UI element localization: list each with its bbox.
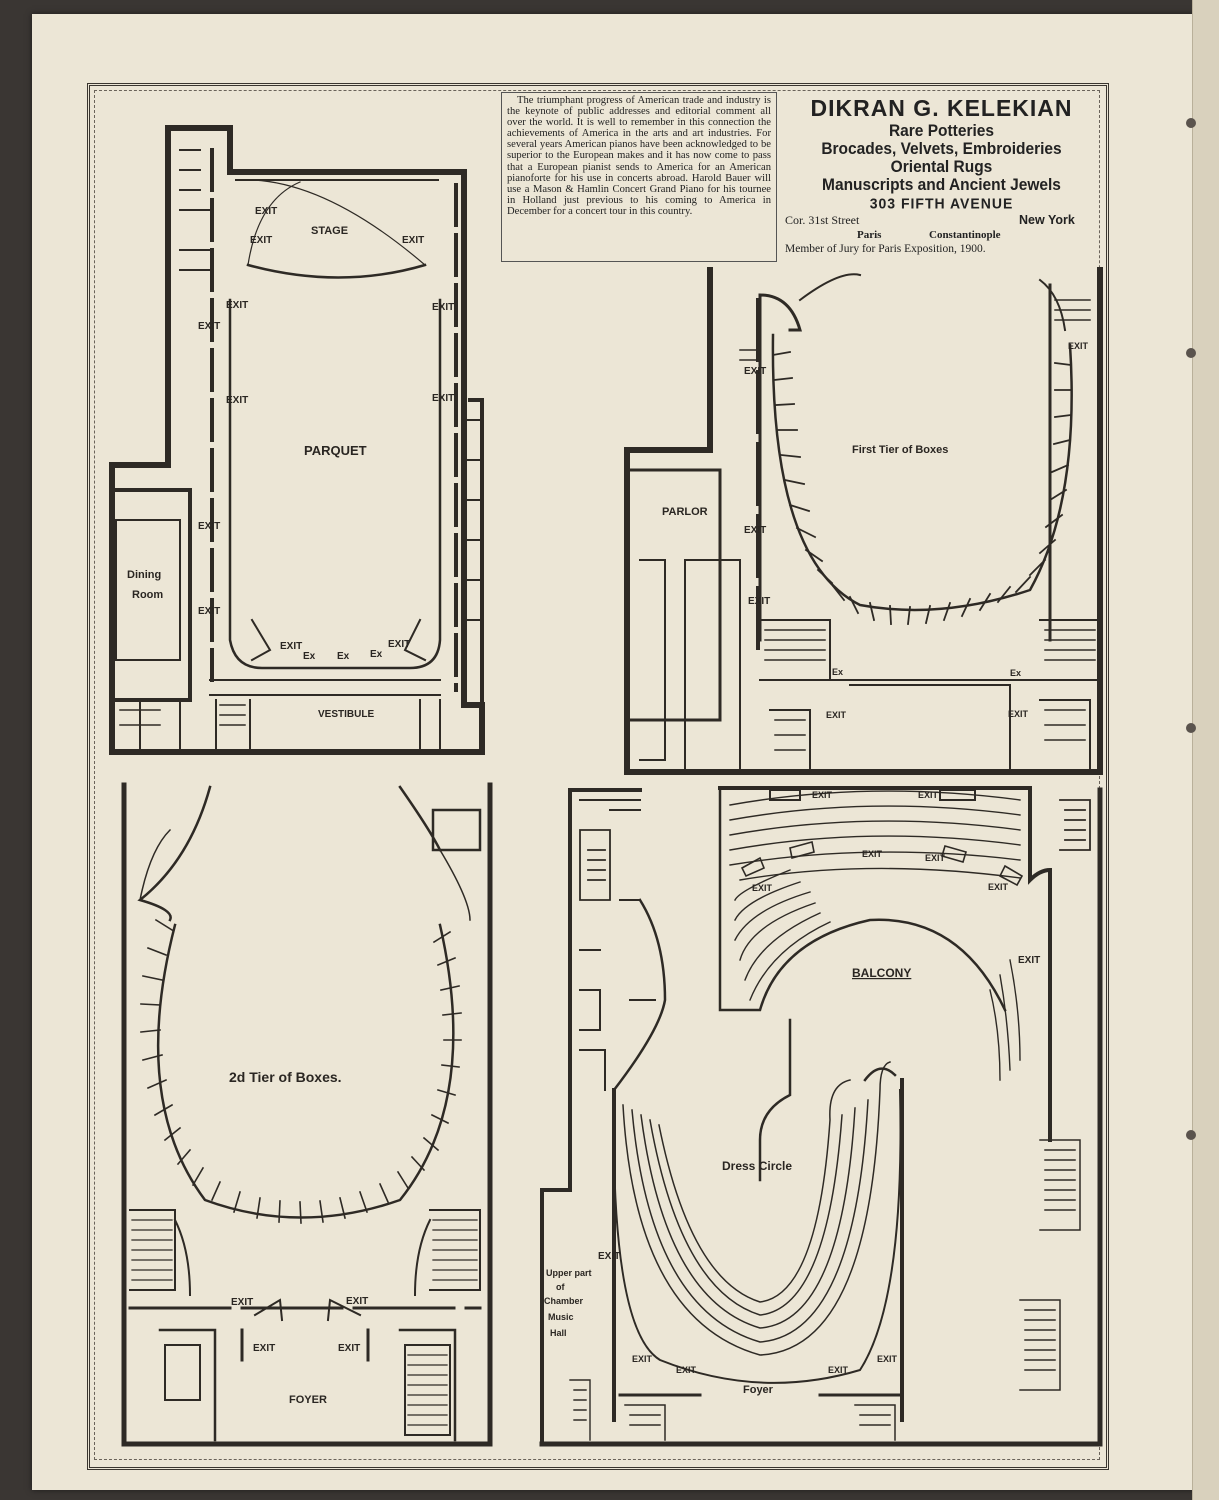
exit-label: EXIT	[877, 1354, 898, 1364]
piano-advertisement: The triumphant progress of American trad…	[501, 92, 777, 262]
exit-label: EXIT	[226, 300, 248, 311]
second-tier-plan	[121, 782, 493, 1447]
exit-label: EXIT	[432, 393, 454, 404]
upper-part-label: Hall	[550, 1328, 567, 1338]
exit-label: EXIT	[1018, 955, 1040, 966]
dress-circle-label: Dress Circle	[722, 1159, 792, 1173]
exit-label: EXIT	[632, 1354, 653, 1364]
exit-label: EXIT	[676, 1365, 697, 1375]
exit-label: EXIT	[226, 395, 248, 406]
exit-label: EXIT	[338, 1343, 360, 1354]
exit-label: EXIT	[250, 235, 272, 246]
parlor-label: PARLOR	[662, 506, 708, 518]
parquet-label: PARQUET	[304, 443, 367, 458]
upper-part-label: Music	[548, 1312, 574, 1322]
exit-label: EXIT	[925, 853, 946, 863]
upper-part-label: Chamber	[544, 1296, 584, 1306]
kelekian-line: Brocades, Velvets, Embroideries	[821, 140, 1062, 159]
exit-label: EXIT	[988, 882, 1009, 892]
upper-part-label: of	[556, 1282, 565, 1292]
kelekian-line: Oriental Rugs	[890, 158, 993, 177]
exit-label: EXIT	[402, 235, 424, 246]
exit-label: EXIT	[231, 1297, 253, 1308]
exit-label: EXIT	[744, 525, 766, 536]
balcony-label: BALCONY	[852, 966, 911, 980]
exit-label: EXIT	[280, 641, 302, 652]
upper-part-label: Upper part	[546, 1268, 592, 1278]
exit-label: EXIT	[752, 883, 773, 893]
box-partitions	[771, 350, 1073, 625]
exit-label: EXIT	[198, 606, 220, 617]
exit-label: EXIT	[826, 710, 847, 720]
exit-label: EXIT	[346, 1296, 368, 1307]
kelekian-jury: Member of Jury for Paris Exposition, 190…	[785, 243, 986, 255]
vestibule-label: VESTIBULE	[318, 709, 374, 720]
foyer-label: Foyer	[743, 1384, 774, 1396]
second-tier-label: 2d Tier of Boxes.	[229, 1069, 342, 1085]
exit-label: EXIT	[1068, 341, 1089, 351]
exit-label: EXIT	[198, 321, 220, 332]
kelekian-line: Manuscripts and Ancient Jewels	[822, 176, 1061, 195]
binding-hole	[1186, 118, 1196, 128]
exit-label: EXIT	[432, 302, 454, 313]
parquet-plan	[109, 125, 485, 755]
kelekian-constantinople: Constantinople	[929, 229, 1001, 241]
first-tier-label: First Tier of Boxes	[852, 444, 948, 456]
ex-label: Ex	[1010, 668, 1021, 678]
kelekian-street: Cor. 31st Street	[785, 213, 860, 227]
exit-label: EXIT	[255, 206, 277, 217]
ex-label: Ex	[303, 651, 316, 662]
room-label: Room	[132, 589, 163, 601]
ex-label: Ex	[370, 649, 383, 660]
binding-hole	[1186, 1130, 1196, 1140]
page-border	[87, 83, 1109, 1470]
ex-label: Ex	[832, 667, 843, 677]
kelekian-line: Rare Potteries	[888, 122, 995, 141]
stage-label: STAGE	[311, 225, 348, 237]
exit-label: EXIT	[812, 790, 833, 800]
binding-spine	[1192, 0, 1219, 1500]
kelekian-advertisement: DIKRAN G. KELEKIAN Rare Potteries Brocad…	[779, 92, 1104, 262]
kelekian-address: 303 FIFTH AVENUE	[869, 194, 1014, 212]
binding-hole	[1186, 348, 1196, 358]
exit-label: EXIT	[918, 790, 939, 800]
exit-label: EXIT	[744, 366, 766, 377]
binding-hole	[1186, 723, 1196, 733]
ex-label: Ex	[337, 651, 350, 662]
exit-label: EXIT	[198, 521, 220, 532]
kelekian-paris: Paris	[857, 229, 882, 241]
exit-label: EXIT	[862, 849, 883, 859]
balcony-plan	[539, 786, 1103, 1447]
exit-label: EXIT	[828, 1365, 849, 1375]
kelekian-name: DIKRAN G. KELEKIAN	[810, 95, 1073, 121]
box-partitions	[140, 918, 462, 1224]
dining-label: Dining	[127, 569, 161, 581]
exit-label: EXIT	[748, 596, 770, 607]
exit-label: EXIT	[253, 1343, 275, 1354]
exit-label: EXIT	[388, 639, 410, 650]
foyer-label: FOYER	[289, 1394, 327, 1406]
first-tier-plan	[624, 267, 1103, 775]
exit-label: EXIT	[1008, 709, 1029, 719]
kelekian-city: New York	[1019, 213, 1075, 227]
exit-label: EXIT	[598, 1251, 620, 1262]
